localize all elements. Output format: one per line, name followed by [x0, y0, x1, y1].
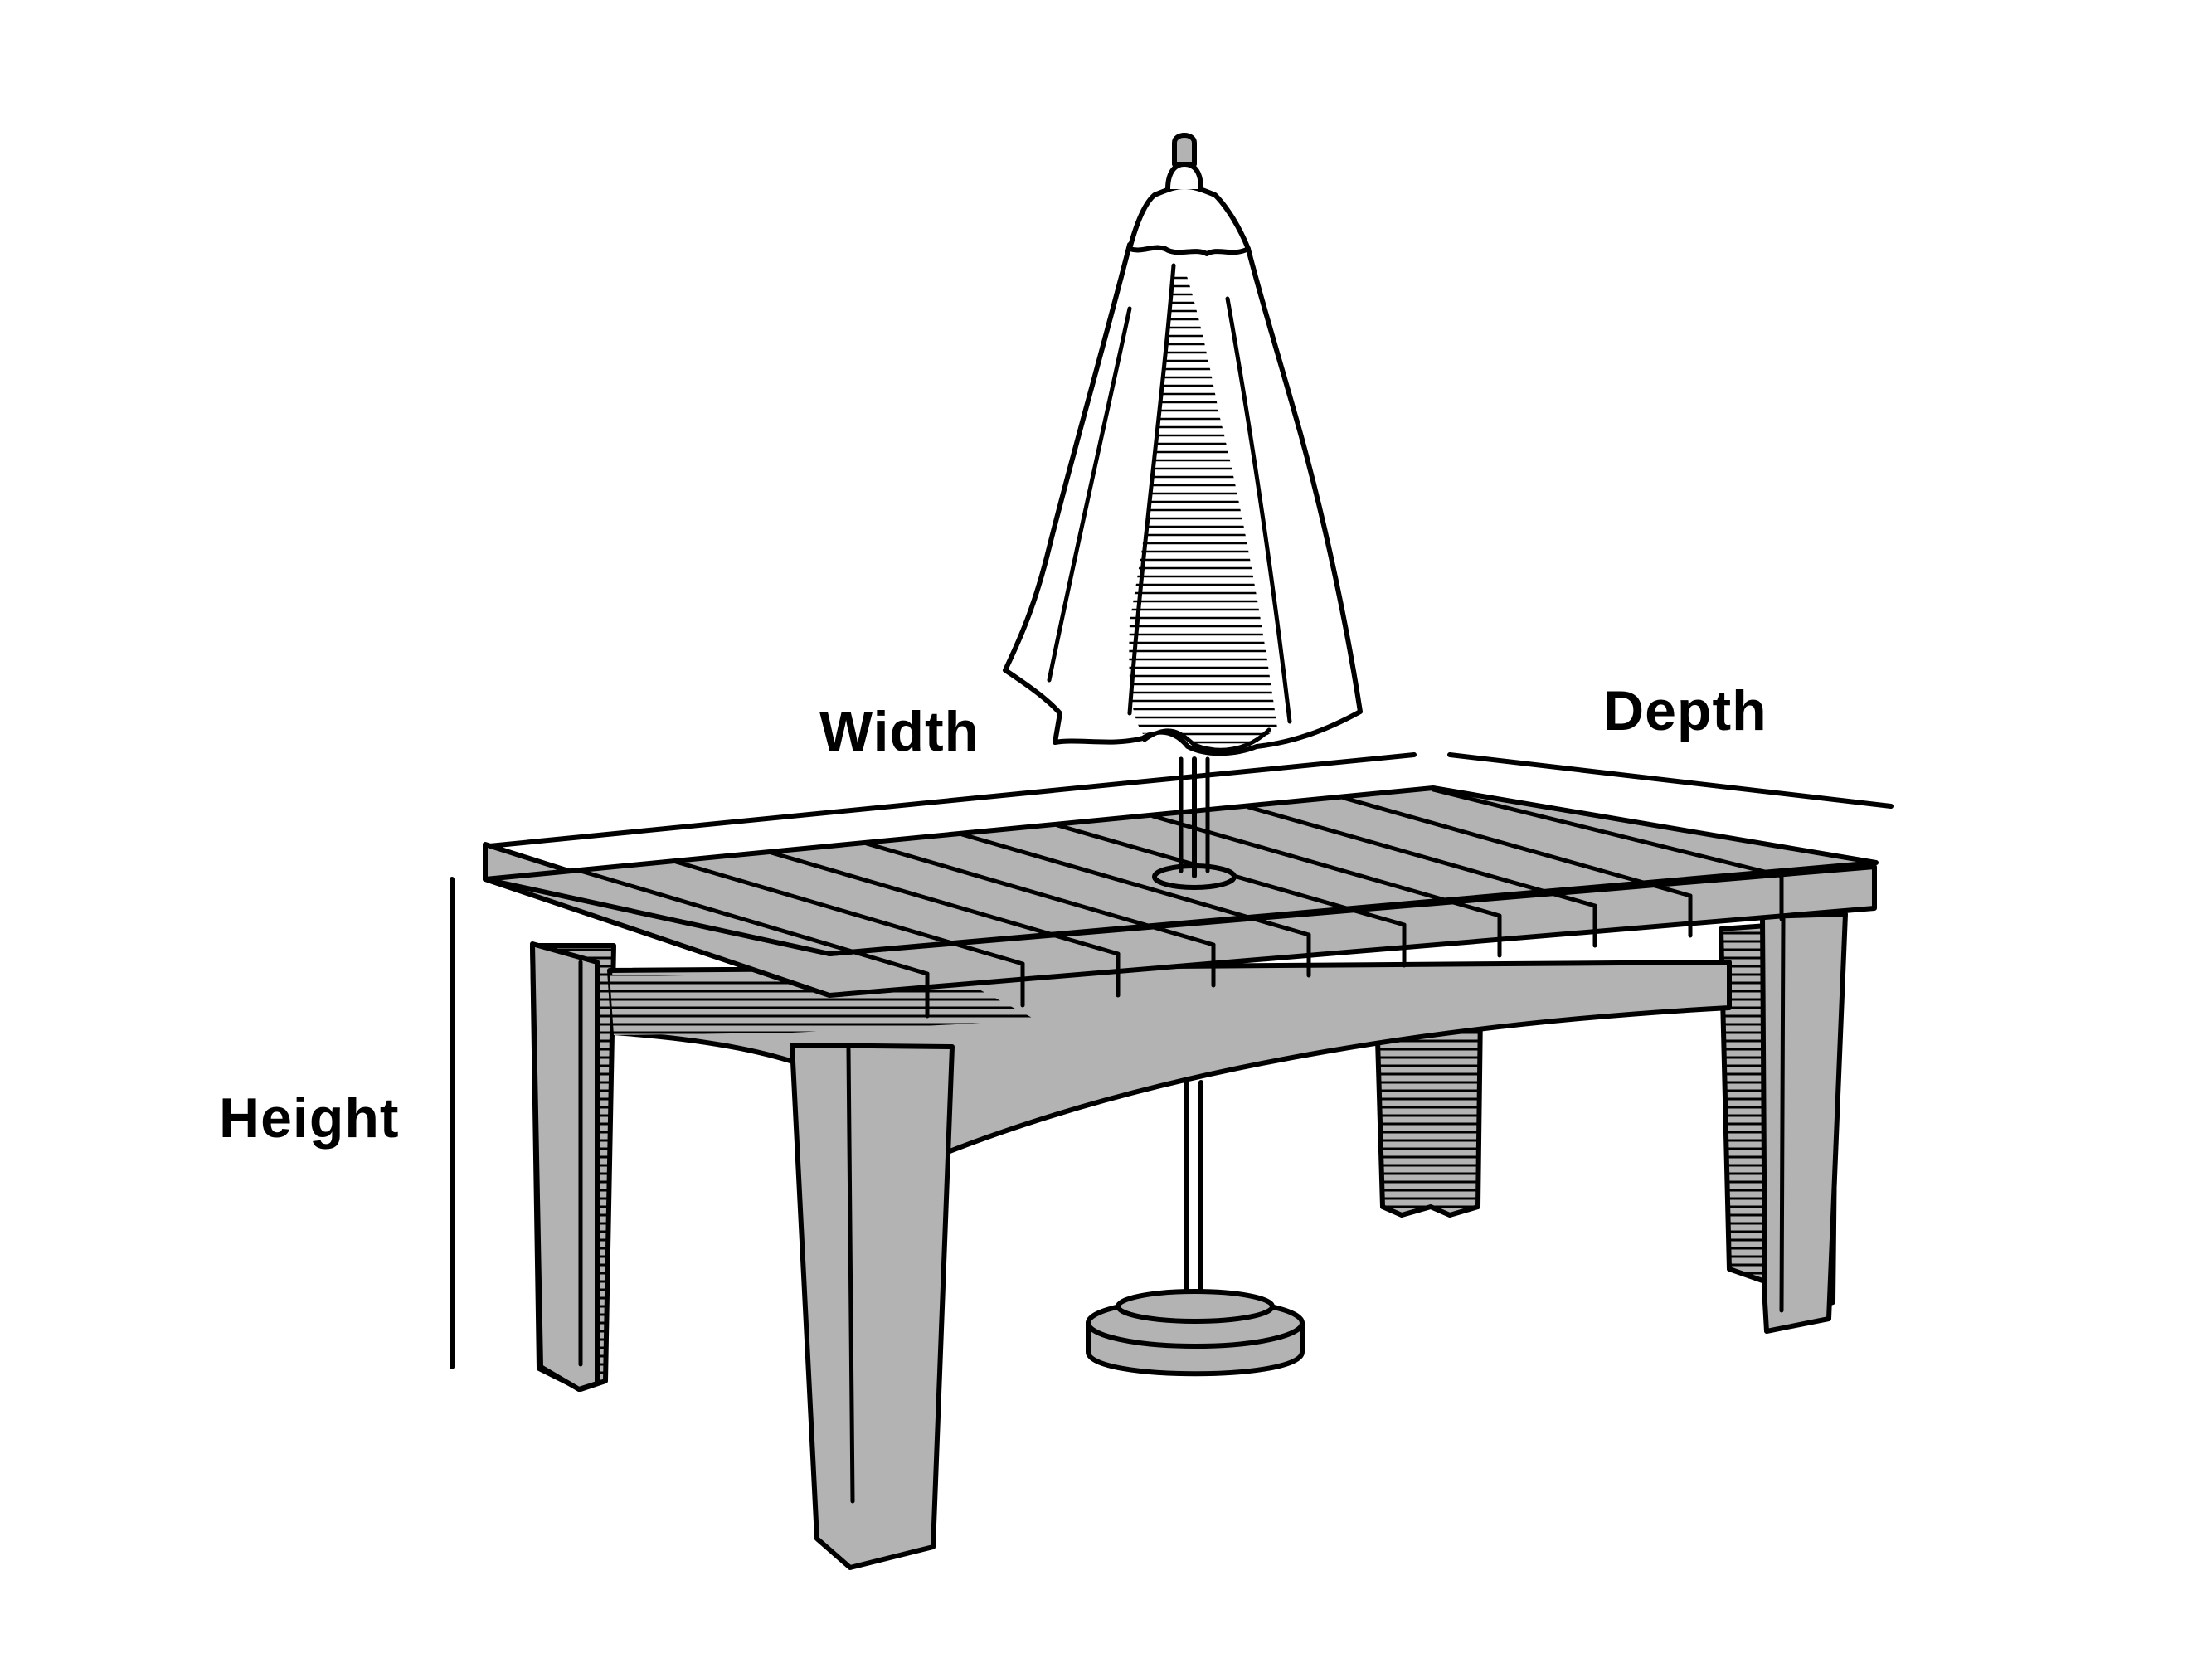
front-right-leg [1760, 912, 1848, 1334]
apron-shadow [610, 975, 1037, 1035]
tabletop-board-ends [925, 873, 1784, 1019]
depth-label: Depth [1603, 679, 1767, 742]
tabletop-edge [483, 842, 1877, 998]
umbrella-top-cap [1127, 184, 1251, 256]
width-dimension-line [487, 752, 1417, 849]
width-label: Width [819, 700, 980, 763]
front-left-leg [790, 1043, 955, 1570]
umbrella-shading [1129, 274, 1277, 747]
tabletop-boards [578, 787, 1784, 976]
left-rear-leg-face [530, 941, 600, 1392]
umbrella-finial [1172, 133, 1197, 167]
depth-dimension-line [1447, 752, 1894, 809]
front-right-leg-edge [1779, 917, 1786, 1313]
height-label: Height [219, 1087, 400, 1150]
back-center-leg [1374, 1009, 1483, 1218]
front-left-leg-edge [846, 1047, 855, 1504]
